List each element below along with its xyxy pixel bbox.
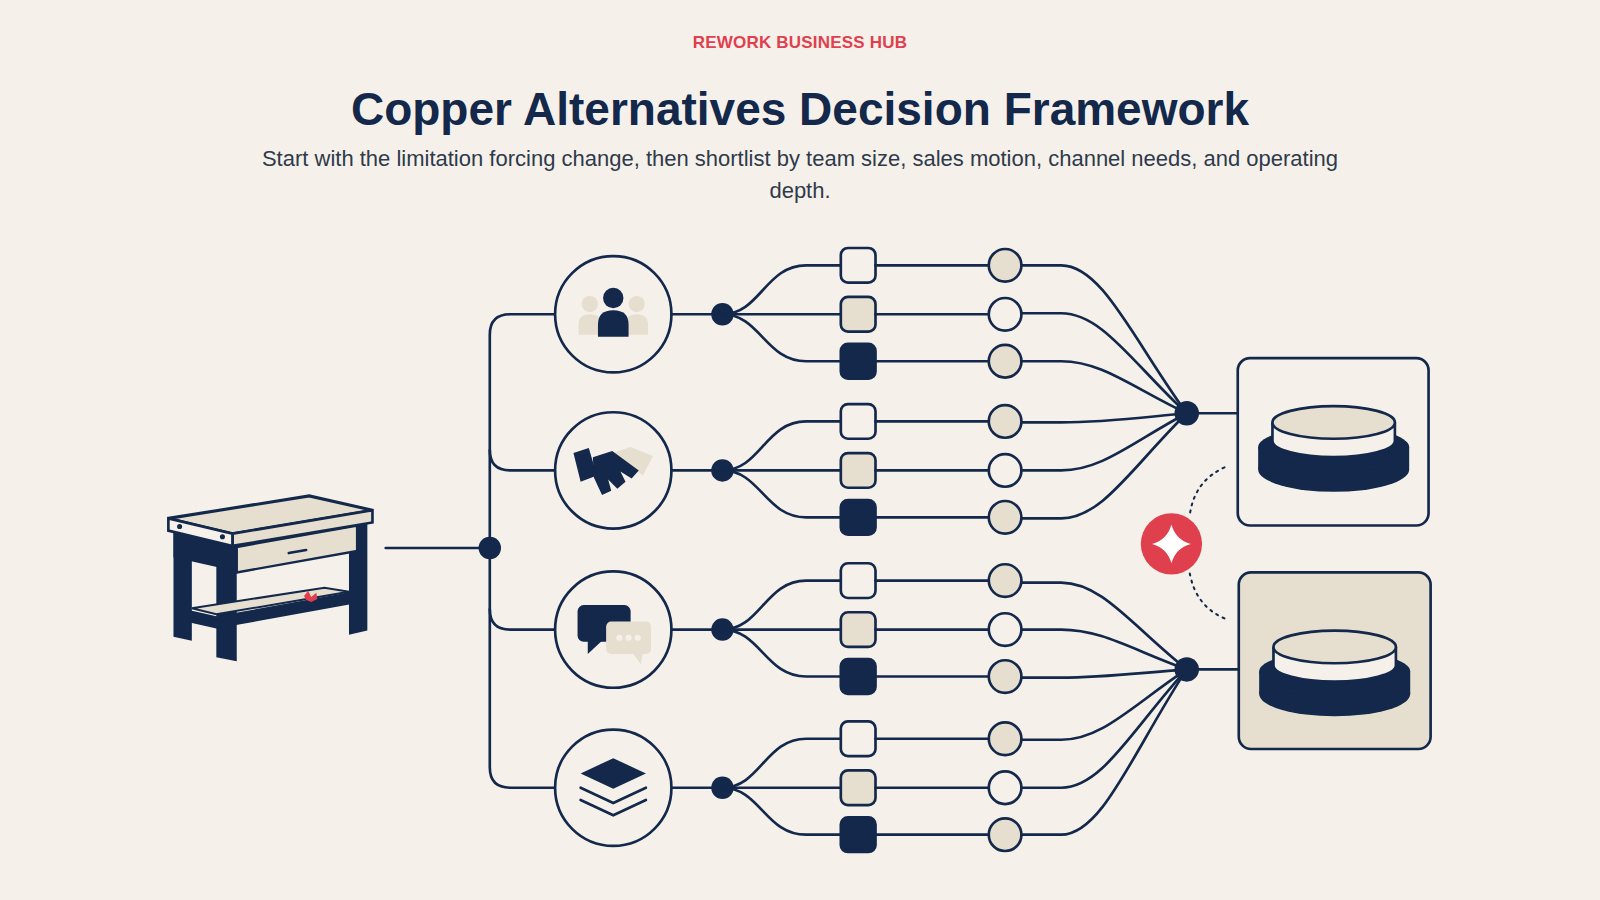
button-icon	[1258, 406, 1409, 492]
workbench-icon	[168, 496, 372, 661]
person-body	[598, 310, 629, 337]
merge-wire	[1021, 669, 1186, 739]
page-caption: Start with the limitation forcing change…	[230, 143, 1370, 207]
category-circle	[555, 412, 671, 528]
person-head	[629, 296, 645, 312]
outcome-box	[1239, 572, 1431, 749]
merge-wire	[1021, 265, 1186, 413]
spark-badge	[1141, 513, 1202, 574]
person-body	[579, 314, 601, 334]
merge-dot	[1174, 657, 1198, 681]
bench-top-edge	[168, 518, 232, 546]
bench-bolt	[220, 534, 225, 539]
handshake-icon	[573, 447, 653, 495]
bench-shelf	[192, 588, 349, 615]
bench-bolt	[177, 524, 182, 529]
category-circle	[555, 730, 671, 846]
bench-top-edge	[233, 510, 373, 546]
dotted-link	[1190, 573, 1225, 618]
typing-dot	[616, 635, 622, 641]
option-row	[671, 248, 1021, 379]
category-circle	[555, 256, 671, 372]
merge-wire	[1021, 413, 1186, 518]
merge-wire	[1021, 413, 1186, 470]
speech-tail	[588, 641, 602, 654]
person-head	[582, 296, 598, 312]
speech-tail	[633, 653, 643, 664]
option-row	[671, 721, 1021, 852]
typing-dot	[626, 635, 632, 641]
spark-star	[1152, 524, 1191, 563]
option-row	[671, 404, 1021, 535]
category-circle	[555, 571, 671, 687]
outcome-box	[1238, 358, 1429, 525]
person-body	[626, 314, 648, 334]
merge-wire	[1021, 313, 1186, 413]
layers-icon	[581, 758, 646, 815]
merge-wire	[1021, 669, 1186, 677]
merge-wire	[1021, 630, 1186, 670]
merge-wire	[1021, 669, 1186, 834]
merge-wire	[1021, 413, 1186, 422]
merge-wire	[1021, 583, 1186, 670]
page-title: Copper Alternatives Decision Framework	[200, 82, 1400, 136]
chat-icon	[578, 605, 651, 664]
brand-kicker: REWORK BUSINESS HUB	[500, 33, 1100, 53]
trunk-wire	[490, 450, 556, 470]
person-head	[603, 288, 623, 308]
layer-shape	[581, 788, 646, 803]
debris-mark	[304, 591, 317, 602]
team-icon	[579, 288, 648, 337]
merge-wire	[1021, 669, 1186, 787]
merge-dot	[1174, 401, 1198, 425]
trunk-wire	[490, 609, 556, 629]
dotted-link	[1190, 467, 1225, 515]
drawer-handle	[289, 550, 306, 553]
junction-dot	[479, 537, 501, 559]
layer-shape	[581, 758, 646, 789]
trunk-wire	[386, 547, 490, 550]
option-row	[671, 563, 1021, 694]
speech-bubble	[606, 621, 651, 654]
merge-wire	[1021, 361, 1186, 413]
typing-dot	[635, 635, 641, 641]
hand-shape	[593, 451, 639, 495]
button-icon	[1259, 631, 1410, 717]
